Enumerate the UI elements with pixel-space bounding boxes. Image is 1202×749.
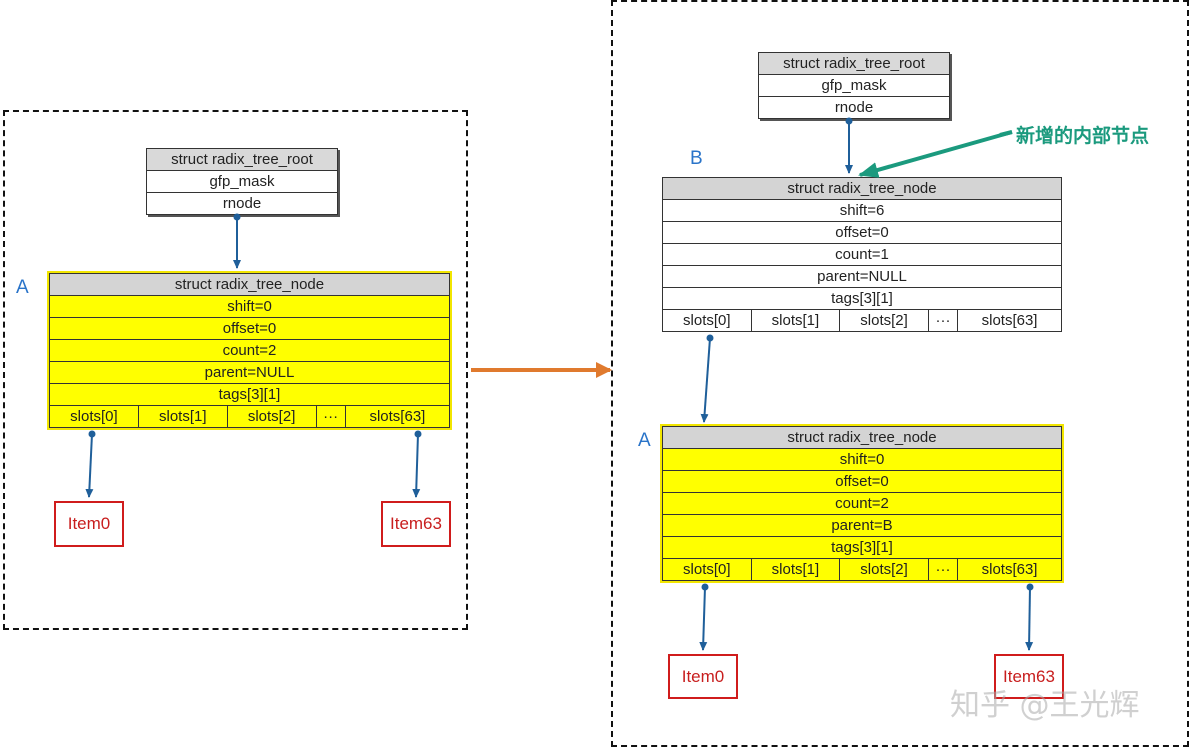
right-new-node-shift: shift=6 [662, 199, 1062, 222]
left-root-title: struct radix_tree_root [146, 148, 338, 171]
right-old-node-slot-63: slots[63] [957, 558, 1062, 581]
right-old-node-title: struct radix_tree_node [662, 426, 1062, 449]
watermark: 知乎 @王光辉 [950, 688, 1140, 723]
right-old-node-slot-2: slots[2] [839, 558, 929, 581]
left-node-offset: offset=0 [49, 317, 450, 340]
right-item-63: Item63 [994, 654, 1064, 699]
right-new-node-parent: parent=NULL [662, 265, 1062, 288]
left-node-struct: struct radix_tree_node shift=0 offset=0 … [47, 271, 452, 430]
right-item-0: Item0 [668, 654, 738, 699]
left-root-rnode: rnode [146, 192, 338, 215]
right-new-node-tags: tags[3][1] [662, 287, 1062, 310]
right-panel-frame [611, 0, 1189, 747]
right-new-node-struct: struct radix_tree_node shift=6 offset=0 … [662, 177, 1062, 332]
right-old-node-shift: shift=0 [662, 448, 1062, 471]
left-node-slot-63: slots[63] [344, 405, 451, 428]
left-root-gfp-mask: gfp_mask [146, 170, 338, 193]
right-new-node-offset: offset=0 [662, 221, 1062, 244]
left-node-slot-1: slots[1] [137, 405, 228, 428]
left-node-shift: shift=0 [49, 295, 450, 318]
right-new-node-slot-0: slots[0] [662, 309, 752, 332]
right-old-node-offset: offset=0 [662, 470, 1062, 493]
left-item-63: Item63 [381, 501, 451, 547]
left-node-title: struct radix_tree_node [49, 273, 450, 296]
right-new-node-title: struct radix_tree_node [662, 177, 1062, 200]
right-old-node-tags: tags[3][1] [662, 536, 1062, 559]
right-new-node-slot-ellipsis: ··· [927, 309, 959, 332]
new-internal-node-annotation: 新增的内部节点 [1016, 125, 1150, 147]
right-new-node-slot-2: slots[2] [839, 309, 929, 332]
left-node-slot-0: slots[0] [49, 405, 139, 428]
right-old-node-struct: struct radix_tree_node shift=0 offset=0 … [660, 424, 1064, 583]
right-new-node-slot-63: slots[63] [957, 309, 1062, 332]
right-new-node-label: B [690, 148, 703, 169]
left-node-parent: parent=NULL [49, 361, 450, 384]
left-node-tags: tags[3][1] [49, 383, 450, 406]
left-panel-frame [3, 110, 468, 630]
left-node-slot-ellipsis: ··· [315, 405, 346, 428]
right-old-node-parent: parent=B [662, 514, 1062, 537]
right-root-rnode: rnode [758, 96, 950, 119]
right-root-struct: struct radix_tree_root gfp_mask rnode [758, 52, 950, 119]
left-node-slot-2: slots[2] [226, 405, 317, 428]
right-old-node-label: A [638, 430, 651, 451]
right-old-node-slot-0: slots[0] [662, 558, 752, 581]
right-root-title: struct radix_tree_root [758, 52, 950, 75]
right-root-gfp-mask: gfp_mask [758, 74, 950, 97]
left-node-label: A [16, 277, 29, 298]
left-item-0: Item0 [54, 501, 124, 547]
right-old-node-count: count=2 [662, 492, 1062, 515]
right-old-node-slot-ellipsis: ··· [927, 558, 959, 581]
right-new-node-slot-1: slots[1] [750, 309, 841, 332]
left-node-count: count=2 [49, 339, 450, 362]
right-new-node-count: count=1 [662, 243, 1062, 266]
left-root-struct: struct radix_tree_root gfp_mask rnode [146, 148, 338, 215]
right-old-node-slot-1: slots[1] [750, 558, 841, 581]
